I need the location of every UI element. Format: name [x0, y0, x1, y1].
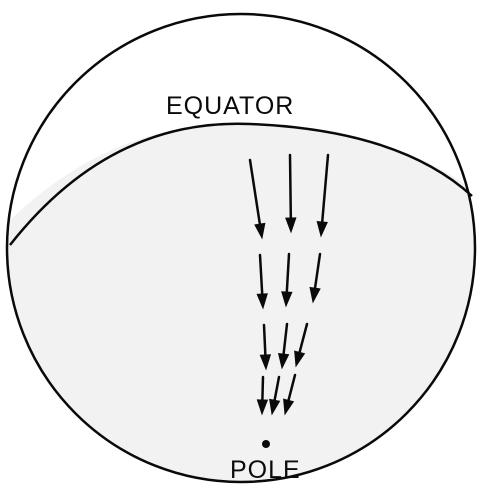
hemisphere-surface — [0, 124, 481, 492]
pole-point — [262, 440, 270, 448]
equator-label: EQUATOR — [166, 92, 294, 120]
pole-label: POLE — [230, 456, 301, 484]
arrow-shaft — [264, 325, 265, 355]
arrow-shaft — [262, 377, 263, 400]
arrow-shaft — [290, 155, 291, 218]
